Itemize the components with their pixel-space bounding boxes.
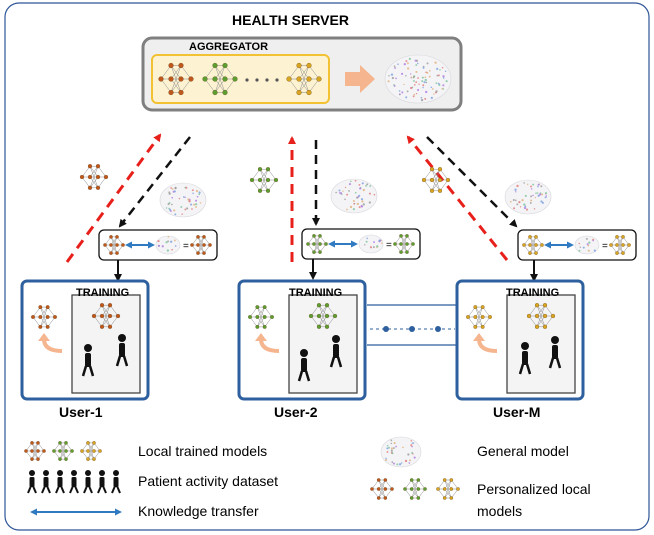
aggregator-label: AGGREGATOR bbox=[189, 41, 269, 53]
personalized-model-icon bbox=[393, 234, 415, 254]
legend-local-models: Local trained models bbox=[138, 443, 268, 459]
local-model-icon bbox=[248, 305, 274, 329]
equals-sign: = bbox=[602, 241, 608, 252]
yellow-model-icon bbox=[286, 62, 322, 96]
download-arrows bbox=[118, 136, 518, 228]
training-model-icon bbox=[526, 303, 556, 329]
legend bbox=[24, 436, 460, 516]
client-link-dots bbox=[370, 326, 455, 332]
local-model-icon bbox=[31, 305, 57, 329]
client-2-name: User-2 bbox=[274, 404, 318, 420]
client-1-training-label: TRAINING bbox=[76, 287, 130, 299]
personalized-model-icon bbox=[609, 235, 631, 255]
general-model-brain bbox=[384, 54, 452, 104]
legend-activity-icons bbox=[27, 470, 121, 494]
equals-sign: = bbox=[386, 240, 392, 251]
client-link bbox=[367, 304, 459, 346]
legend-orange-model-icon bbox=[24, 441, 46, 461]
server-title: HEALTH SERVER bbox=[232, 12, 349, 28]
client-1-name: User-1 bbox=[59, 404, 103, 420]
legend-personalized-line1: Personalized local bbox=[477, 481, 591, 497]
orange-model-icon bbox=[158, 62, 194, 96]
patient-activity-icon bbox=[518, 336, 562, 375]
upload-arrows bbox=[65, 133, 509, 263]
downloaded-brain-icon bbox=[504, 179, 552, 215]
client-2-training-label: TRAINING bbox=[289, 287, 343, 299]
equals-sign: = bbox=[183, 241, 189, 252]
small-brain-icon bbox=[155, 235, 181, 255]
legend-yellow-model-icon bbox=[80, 441, 102, 461]
local-model-icon bbox=[522, 235, 544, 255]
local-model-icon bbox=[103, 235, 125, 255]
aggregate-to-general-arrow bbox=[345, 65, 375, 93]
client-box-user-1 bbox=[20, 279, 150, 401]
transmitted-models bbox=[79, 164, 451, 193]
uploaded-green-model-icon bbox=[249, 167, 279, 193]
knowledge-transfer-box-user-2: = bbox=[301, 228, 421, 260]
legend-personalized-green-icon bbox=[403, 478, 427, 500]
aggregator-models bbox=[158, 62, 322, 96]
green-model-icon bbox=[202, 62, 238, 96]
legend-personalized-line2: models bbox=[477, 503, 523, 519]
ellipsis-dots bbox=[245, 78, 279, 82]
client-box-user-m bbox=[455, 279, 585, 401]
local-model-icon bbox=[306, 234, 328, 254]
training-panel bbox=[71, 294, 141, 394]
knowledge-transfer-box-user-1: = bbox=[98, 229, 218, 261]
training-model-icon bbox=[91, 303, 121, 329]
legend-general-model: General model bbox=[477, 443, 569, 459]
knowledge-transfer-box-user-m: = bbox=[517, 229, 637, 261]
small-brain-icon bbox=[574, 235, 600, 255]
uploaded-yellow-model-icon bbox=[421, 167, 451, 193]
knowledge-transfer-boxes: = = = bbox=[98, 228, 637, 261]
client-m-name: User-M bbox=[493, 404, 541, 420]
personalized-model-icon bbox=[190, 235, 212, 255]
legend-green-model-icon bbox=[52, 441, 74, 461]
patient-activity-icon bbox=[81, 334, 129, 377]
general-model-brain-icon bbox=[384, 54, 452, 104]
legend-brain-icon bbox=[380, 436, 422, 468]
legend-personalized-yellow-icon bbox=[436, 478, 460, 500]
outer-frame bbox=[4, 2, 650, 531]
small-brain-icon bbox=[358, 234, 384, 254]
downloaded-brain-icon bbox=[330, 178, 378, 214]
uploaded-orange-model-icon bbox=[79, 164, 109, 190]
patient-activity-icon bbox=[297, 335, 343, 382]
training-model-icon bbox=[308, 303, 338, 329]
legend-personalized-orange-icon bbox=[370, 478, 394, 500]
training-panel bbox=[506, 294, 576, 394]
aggregator-box bbox=[151, 54, 330, 104]
client-box-user-2 bbox=[237, 279, 367, 401]
downloaded-brain-icon bbox=[159, 182, 207, 218]
legend-activity-dataset: Patient activity dataset bbox=[138, 473, 279, 489]
client-boxes bbox=[20, 259, 585, 401]
legend-knowledge-transfer: Knowledge transfer bbox=[138, 503, 259, 519]
transmitted-general-models bbox=[159, 178, 552, 218]
client-m-training-label: TRAINING bbox=[506, 287, 560, 299]
local-model-icon bbox=[466, 305, 492, 329]
